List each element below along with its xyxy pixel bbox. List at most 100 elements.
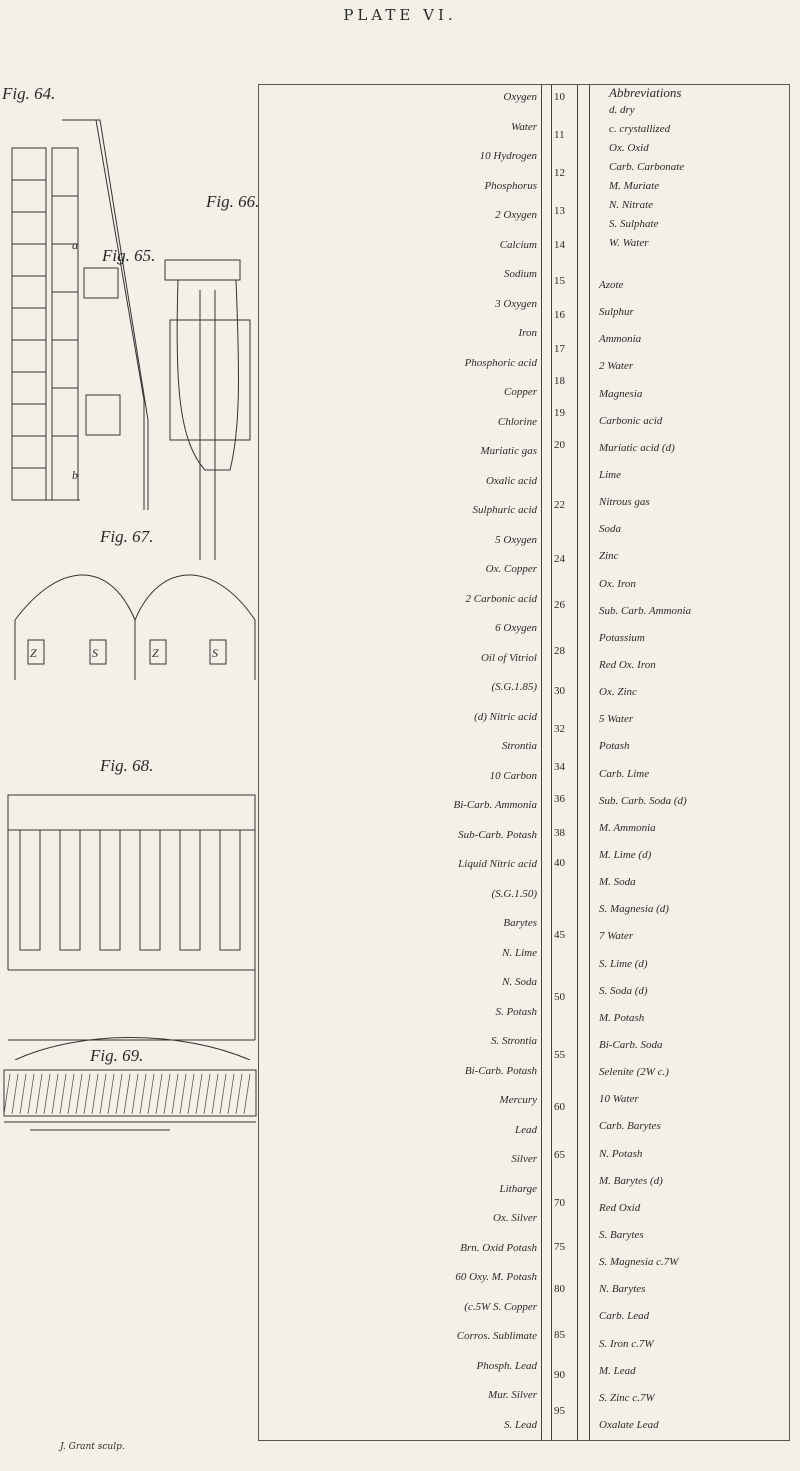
label-a: a	[72, 238, 78, 252]
fig68-label: Fig. 68.	[100, 756, 154, 775]
abbr-row: c. crystallized	[609, 123, 671, 135]
left-substance-label: (S.G.1.85)	[491, 681, 537, 694]
left-substance-label: Liquid Nitric acid	[458, 858, 537, 871]
hatch-line	[139, 1073, 147, 1115]
abbr-row: Ox. Oxid	[609, 142, 649, 154]
hatch-line	[131, 1073, 139, 1115]
right-substance-label: Soda	[599, 523, 621, 536]
right-substance-label: N. Potash	[599, 1147, 643, 1160]
scale-tick: 12	[554, 167, 565, 179]
abbreviations-box: Abbreviations d. dry c. crystallized Ox.…	[609, 85, 684, 256]
scale-tick: 14	[554, 239, 565, 251]
right-substance-label: S. Magnesia (d)	[599, 903, 669, 916]
left-substance-label: Corros. Sublimate	[456, 1330, 537, 1343]
right-substance-label: Sub. Carb. Soda (d)	[599, 794, 687, 807]
hatch-line	[51, 1073, 59, 1115]
abbr-row: M. Muriate	[609, 180, 660, 192]
right-substance-label: M. Soda	[599, 876, 636, 889]
right-substance-label: 2 Water	[599, 360, 634, 373]
abbreviations-title: Abbreviations	[609, 85, 682, 100]
scale-tick: 32	[554, 723, 565, 735]
right-substance-label: S. Lime (d)	[599, 957, 648, 970]
right-substance-label: S. Magnesia c.7W	[599, 1256, 679, 1269]
left-substance-label: Calcium	[499, 238, 537, 251]
hatch-line	[227, 1073, 235, 1115]
right-substance-label: Red Oxid	[599, 1201, 641, 1214]
left-substance-label: Iron	[518, 327, 537, 340]
right-substance-label: 5 Water	[599, 713, 634, 726]
left-substance-label: 2 Carbonic acid	[465, 592, 538, 605]
left-substance-label: Brn. Oxid Potash	[460, 1241, 537, 1254]
fig68-battery	[7, 794, 256, 1041]
scale-tick: 28	[554, 645, 565, 657]
left-substance-label: Bi-Carb. Ammonia	[453, 799, 537, 812]
hatch-line	[3, 1073, 11, 1115]
right-substance-label: Carb. Lime	[599, 767, 650, 780]
hatch-line	[219, 1073, 227, 1115]
left-substance-label: Mur. Silver	[488, 1389, 537, 1402]
right-substance-label: M. Barytes (d)	[599, 1174, 663, 1187]
hatch-line	[235, 1073, 243, 1115]
right-substance-label: N. Barytes	[599, 1283, 646, 1296]
left-substance-label: 10 Hydrogen	[479, 150, 537, 163]
label-z1: Z	[30, 646, 37, 660]
fig66-jar	[164, 259, 251, 560]
hatch-line	[19, 1073, 27, 1115]
scale-tick: 36	[554, 793, 565, 805]
scale-tick: 26	[554, 599, 565, 611]
right-substance-label: Muriatic acid (d)	[599, 441, 675, 454]
figures-drawing	[7, 119, 256, 1060]
hatch-line	[11, 1073, 19, 1115]
hatch-line	[203, 1073, 211, 1115]
right-substance-label: Potash	[599, 740, 630, 753]
left-substance-label: 3 Oxygen	[495, 297, 537, 310]
fig69-dish	[14, 1037, 251, 1060]
right-substance-label: Carb. Barytes	[599, 1120, 661, 1133]
left-substance-label: Copper	[504, 386, 537, 399]
right-substance-label: Ammonia	[599, 333, 642, 346]
right-substance-label: Oxalate Lead	[599, 1419, 659, 1431]
fig67-arches	[14, 574, 256, 680]
right-substance-label: Selenite (2W c.)	[599, 1066, 669, 1079]
hatch-line	[91, 1073, 99, 1115]
hatch-line	[43, 1073, 51, 1115]
scale-tick: 13	[554, 205, 565, 217]
hatch-line	[75, 1073, 83, 1115]
fig65-label: Fig. 65.	[102, 246, 156, 265]
scale-tick: 95	[554, 1405, 565, 1417]
fig67-label: Fig. 67.	[100, 527, 154, 546]
right-substance-label: Nitrous gas	[599, 496, 650, 509]
hatch-line	[107, 1073, 115, 1115]
hatch-line	[163, 1073, 171, 1115]
scale-tick: 85	[554, 1329, 565, 1341]
right-substance-label: M. Ammonia	[599, 821, 656, 834]
left-substance-label: Strontia	[501, 740, 537, 753]
left-substance-label: Sub-Carb. Potash	[458, 828, 537, 841]
scale-tick: 17	[554, 343, 565, 355]
left-substance-label: Chlorine	[497, 415, 537, 428]
fig66-label: Fig. 66.	[206, 192, 260, 211]
left-substance-label: Barytes	[503, 917, 537, 930]
hatch-line	[243, 1073, 251, 1115]
abbr-row: S. Sulphate	[609, 218, 659, 230]
hatch-line	[99, 1073, 107, 1115]
left-substance-label: (S.G.1.50)	[491, 887, 537, 900]
left-substance-label: 60 Oxy. M. Potash	[455, 1271, 537, 1284]
plate-title: PLATE VI.	[343, 6, 457, 24]
left-substance-label: 2 Oxygen	[495, 209, 537, 222]
hatch-line	[211, 1073, 219, 1115]
abbr-row: d. dry	[609, 104, 635, 116]
fig65-apparatus	[62, 119, 149, 510]
right-substance-label: S. Soda (d)	[599, 984, 648, 997]
label-z2: Z	[152, 646, 159, 660]
left-substance-label: Oxalic acid	[485, 474, 537, 487]
left-substance-label: Mercury	[499, 1094, 537, 1107]
hatch-line	[187, 1073, 195, 1115]
right-substance-label: Potassium	[599, 631, 645, 644]
left-substance-label: Phosphoric acid	[464, 356, 537, 369]
right-substance-label: Carb. Lead	[599, 1310, 650, 1323]
scale-tick: 24	[554, 553, 565, 565]
right-substance-label: Bi-Carb. Soda	[599, 1039, 663, 1051]
right-substance-label: Carbonic acid	[599, 414, 663, 427]
scale-tick: 38	[554, 827, 565, 839]
